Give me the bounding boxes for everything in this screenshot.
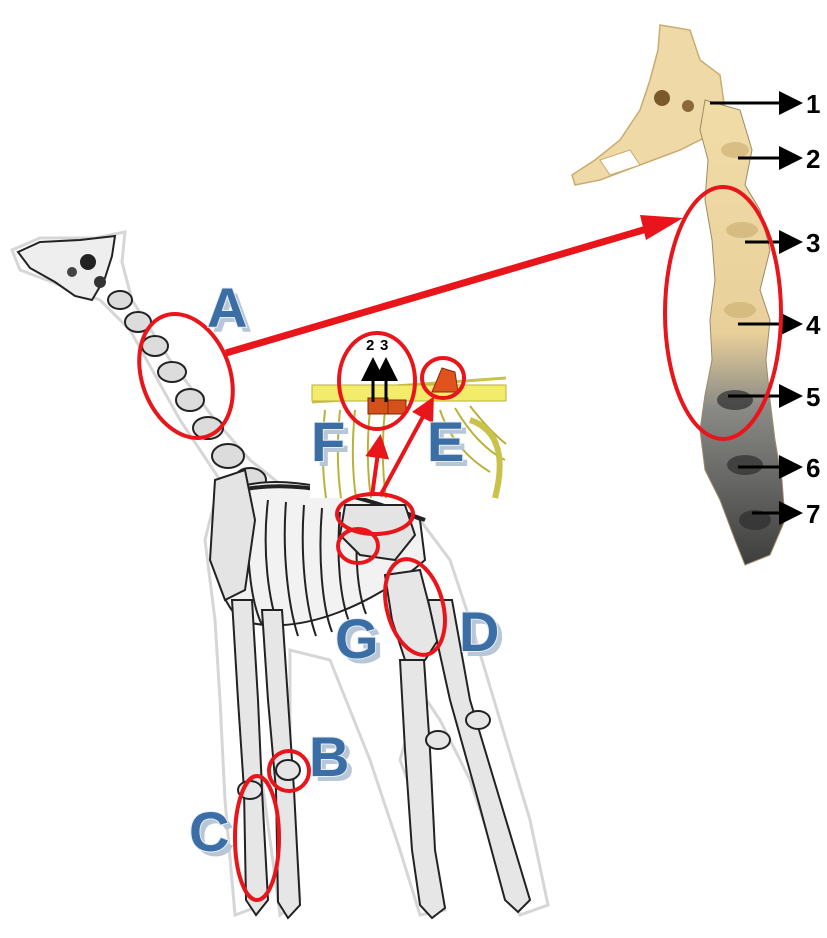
front-legs (232, 600, 300, 918)
label-G: G (335, 607, 379, 670)
vertebra-numbers: 1 2 3 4 5 6 7 (806, 89, 821, 529)
vertebra-number-7: 7 (806, 499, 820, 529)
vertebra-number-6: 6 (806, 453, 820, 483)
label-F: F (311, 410, 345, 473)
skull (18, 236, 115, 300)
label-E: E (427, 410, 464, 473)
vertebra-number-4: 4 (806, 310, 821, 340)
vertebra-number-5: 5 (806, 382, 820, 412)
vertebra-number-3: 3 (806, 228, 820, 258)
label-B: B (309, 725, 349, 788)
label-A: A (207, 276, 247, 339)
neck-closeup-photo (572, 10, 785, 570)
label-C: C (189, 800, 229, 863)
inset-number-2: 2 (366, 337, 374, 354)
vertebra-number-2: 2 (806, 144, 820, 174)
label-D: D (459, 600, 499, 663)
vertebra-number-1: 1 (806, 89, 820, 119)
inset-number-3: 3 (380, 337, 388, 354)
